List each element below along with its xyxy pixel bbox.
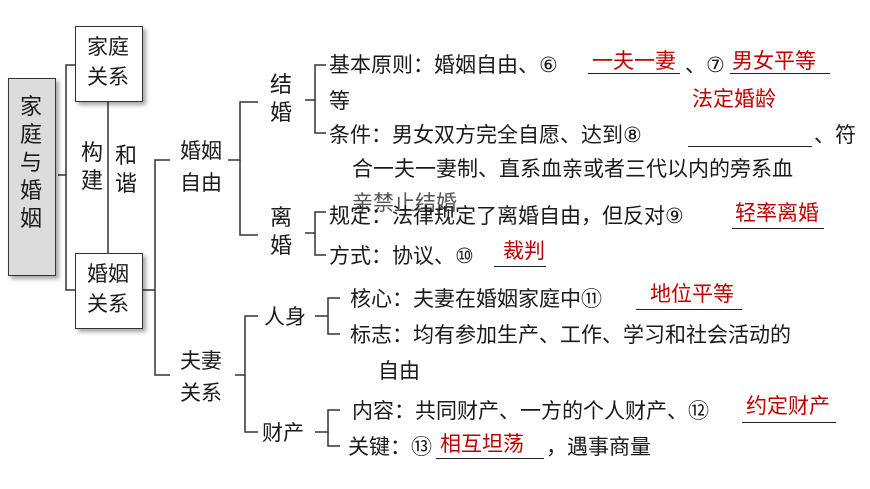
content-text: 内容：共同财产、一方的个人财产、⑫ [352, 399, 709, 423]
marriage-box-line1: 婚姻 [87, 262, 129, 286]
caichan-label: 财产 [262, 421, 304, 445]
family-relation-box [75, 26, 143, 102]
blank-6 [588, 73, 680, 74]
answer-9: 轻率离婚 [735, 201, 819, 225]
principle-deng: 等 [329, 89, 350, 113]
principle-sep: 、⑦ [685, 53, 725, 77]
blank-8 [688, 146, 812, 147]
fuqi-guanxi-line1: 夫妻 [180, 349, 222, 373]
marriage-relation-box [75, 253, 143, 329]
family-box-line1: 家庭 [87, 35, 129, 59]
principle-text: 基本原则：婚姻自由、⑥ [329, 53, 558, 77]
core-text: 核心：夫妻在婚姻家庭中⑪ [350, 287, 602, 311]
lihun-label: 离婚 [269, 206, 292, 259]
root-box [8, 78, 56, 276]
answer-7: 男女平等 [732, 49, 816, 73]
blank-7 [730, 73, 830, 74]
fuqi-guanxi-line2: 关系 [180, 381, 222, 405]
blank-9 [732, 228, 824, 229]
blank-11 [636, 309, 742, 310]
hunyin-ziyou-line1: 婚姻 [180, 139, 222, 163]
condition-end: 、符 [814, 123, 856, 147]
answer-13: 相互坦荡 [440, 432, 524, 456]
renshen-label: 人身 [264, 305, 306, 329]
condition-line3: 亲禁止结婚 [352, 191, 457, 215]
divorce-rule-text: 规定：法律规定了离婚自由，但反对⑨ [329, 204, 684, 228]
divorce-method-text: 方式：协议、⑩ [329, 244, 474, 268]
answer-12: 约定财产 [746, 394, 830, 418]
marriage-box-line2: 关系 [87, 292, 129, 316]
key-end: ，遇事商量 [546, 435, 651, 459]
goujian-label: 构建 [80, 141, 103, 194]
answer-11: 地位平等 [650, 282, 734, 306]
answer-8: 法定婚龄 [692, 87, 776, 111]
family-box-line2: 关系 [87, 65, 129, 89]
condition-line2: 合一夫一妻制、直系血亲或者三代以内的旁系血 [352, 157, 793, 181]
blank-12 [742, 422, 836, 423]
blank-10 [494, 266, 546, 267]
sign-text: 标志：均有参加生产、工作、学习和社会活动的 [350, 323, 791, 347]
blank-13 [436, 458, 544, 459]
jiehun-label: 结婚 [269, 73, 292, 126]
answer-6: 一夫一妻 [592, 49, 676, 73]
answer-10: 裁判 [503, 239, 545, 263]
key-text: 关键：⑬ [348, 435, 432, 459]
root-label: 家庭与婚姻 [19, 95, 42, 232]
sign-text-line2: 自由 [378, 359, 420, 383]
hunyin-ziyou-line2: 自由 [180, 171, 222, 195]
hexie-label: 和谐 [114, 144, 137, 197]
condition-text: 条件：男女双方完全自愿、达到⑧ [329, 123, 642, 147]
